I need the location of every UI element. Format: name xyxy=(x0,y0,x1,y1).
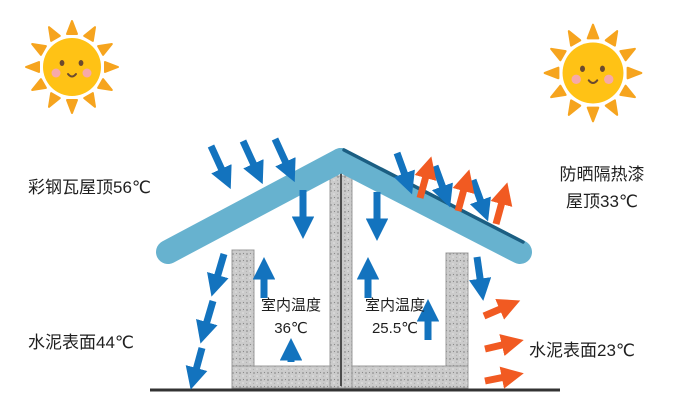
down-arrow-icon xyxy=(207,253,229,297)
left-room-temp-value: 36℃ xyxy=(274,320,308,337)
right-roof-label-line2: 屋顶33℃ xyxy=(566,192,638,211)
sun-body xyxy=(562,42,624,104)
right-arrow-icon xyxy=(484,366,524,389)
down-arrow-icon xyxy=(207,144,232,190)
sun-rays xyxy=(543,23,643,123)
right-roof-incoming-arrows xyxy=(393,151,491,222)
right-roof-reflected-arrows xyxy=(414,156,513,225)
down-arrow-icon xyxy=(239,139,264,185)
sun-body xyxy=(43,38,101,96)
sun-icon xyxy=(25,20,119,114)
up-arrow-icon xyxy=(490,182,513,225)
right-surface-label: 水泥表面23℃ xyxy=(529,341,635,360)
right-arrow-icon xyxy=(484,334,524,356)
up-arrow-icon xyxy=(414,156,437,199)
sun-face xyxy=(571,65,614,85)
roof-right-panel xyxy=(329,148,532,264)
right-room-temp-label: 室内温度 xyxy=(365,297,425,314)
down-arrow-icon xyxy=(185,347,208,390)
down-arrow-icon xyxy=(469,178,491,222)
left-room-arrows xyxy=(252,257,303,362)
right-arrow-icon xyxy=(482,298,521,320)
sun-face xyxy=(51,60,92,78)
up-arrow-icon xyxy=(452,169,475,212)
down-arrow-icon xyxy=(431,164,453,208)
down-arrow-icon xyxy=(393,151,415,195)
right-room-temp-value: 25.5℃ xyxy=(372,320,418,337)
roof-left-panel xyxy=(156,148,353,264)
left-roof-label: 彩钢瓦屋顶56℃ xyxy=(28,178,151,197)
sun-rays xyxy=(25,20,119,114)
right-wall-heat-arrows xyxy=(469,256,524,389)
down-arrow-icon xyxy=(469,256,492,301)
right-room-arrows xyxy=(356,257,440,340)
down-arrow-icon xyxy=(196,300,218,344)
left-room-temp-label: 室内温度 xyxy=(261,297,321,314)
left-surface-label: 水泥表面44℃ xyxy=(28,333,134,352)
right-roof-label-line1: 防晒隔热漆 xyxy=(560,165,645,184)
down-arrow-icon xyxy=(271,137,296,183)
left-wall-heat-arrows xyxy=(185,253,229,390)
sun-icon xyxy=(543,23,643,123)
roof-penetration-arrows xyxy=(291,190,389,241)
roof-right-coating-edge xyxy=(342,148,525,244)
left-sky-heat-arrows xyxy=(207,137,296,190)
